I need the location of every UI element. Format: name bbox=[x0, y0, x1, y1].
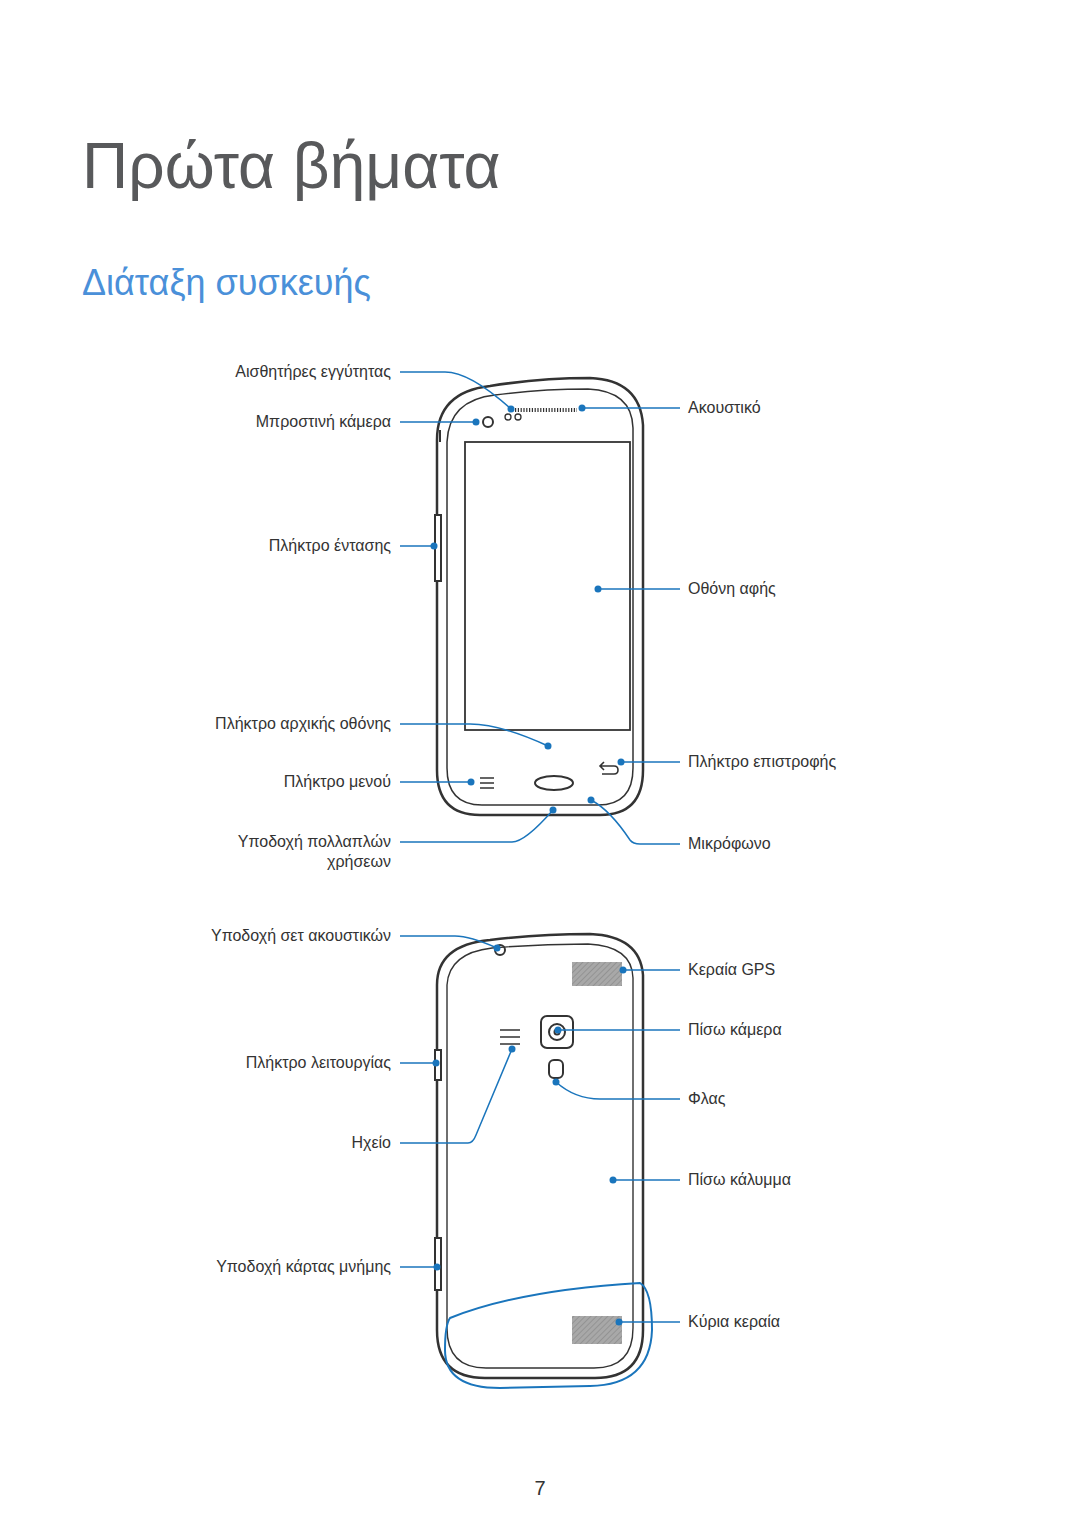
leader-lines bbox=[400, 372, 680, 1322]
part-label: Πλήκτρο αρχικής οθόνης bbox=[215, 714, 391, 734]
page-title: Πρώτα βήματα bbox=[82, 128, 501, 204]
part-label: Υποδοχή κάρτας μνήμης bbox=[216, 1257, 391, 1277]
part-label: Πλήκτρο μενού bbox=[284, 772, 391, 792]
part-label: Πλήκτρο επιστροφής bbox=[688, 752, 836, 772]
part-label: Πίσω κάλυμμα bbox=[688, 1170, 791, 1190]
part-label: Ηχείο bbox=[351, 1133, 391, 1153]
page-number: 7 bbox=[534, 1476, 545, 1500]
part-label: Ακουστικό bbox=[688, 398, 761, 418]
part-label: Υποδοχή πολλαπλών χρήσεων bbox=[231, 832, 391, 872]
part-label: Μικρόφωνο bbox=[688, 834, 771, 854]
section-heading: Διάταξη συσκευής bbox=[82, 261, 371, 305]
part-label: Οθόνη αφής bbox=[688, 579, 776, 599]
part-label: Μπροστινή κάμερα bbox=[256, 412, 391, 432]
part-label: Κεραία GPS bbox=[688, 960, 775, 980]
leader-dots bbox=[431, 405, 627, 1326]
antenna-area-outline bbox=[445, 1283, 652, 1388]
part-label: Υποδοχή σετ ακουστικών bbox=[211, 926, 391, 946]
part-label: Αισθητήρες εγγύτητας bbox=[235, 362, 391, 382]
part-label: Πλήκτρο έντασης bbox=[269, 536, 391, 556]
part-label: Πίσω κάμερα bbox=[688, 1020, 782, 1040]
front-phone bbox=[435, 378, 643, 815]
part-label: Πλήκτρο λειτουργίας bbox=[246, 1053, 391, 1073]
part-label: Κύρια κεραία bbox=[688, 1312, 780, 1332]
part-label: Φλας bbox=[688, 1089, 725, 1109]
